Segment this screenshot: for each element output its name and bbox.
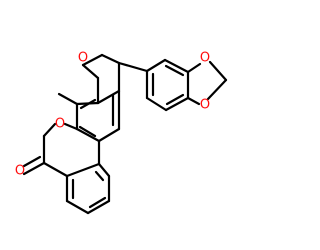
atom-dioxole-oxygen-upper: O [200, 51, 210, 66]
bond [63, 122, 79, 131]
bond [22, 155, 42, 168]
bond [117, 61, 149, 73]
bond [186, 62, 202, 74]
bond [145, 58, 167, 73]
bond [100, 53, 121, 65]
bond [208, 60, 228, 82]
bond [165, 93, 185, 106]
bond [97, 162, 111, 178]
bond [186, 96, 201, 106]
bond [88, 196, 107, 209]
bond [164, 96, 190, 112]
bond [65, 199, 90, 215]
bond [81, 63, 100, 80]
atom-ring-oxygen: O [55, 117, 65, 132]
chemical-structure-diagram: O O O O O [14, 50, 228, 215]
bond [42, 122, 57, 138]
bond [79, 98, 97, 110]
atom-furan-oxygen: O [78, 51, 88, 66]
atom-carbonyl-oxygen: O [15, 164, 25, 179]
bond [96, 89, 121, 105]
bond [42, 161, 69, 178]
bond [75, 127, 101, 143]
bond [164, 64, 185, 77]
bond [94, 170, 105, 182]
bond [206, 78, 228, 101]
bond-lines [22, 53, 228, 215]
bond [145, 96, 168, 112]
bond [163, 58, 190, 74]
bond [81, 53, 104, 67]
atom-dioxole-oxygen-lower: O [200, 98, 210, 113]
bond [78, 125, 97, 138]
bond [57, 92, 79, 106]
bond [22, 161, 46, 176]
bond [65, 162, 101, 178]
bond [86, 199, 111, 215]
bond [97, 127, 121, 143]
atom-labels: O O O O O [15, 51, 210, 179]
